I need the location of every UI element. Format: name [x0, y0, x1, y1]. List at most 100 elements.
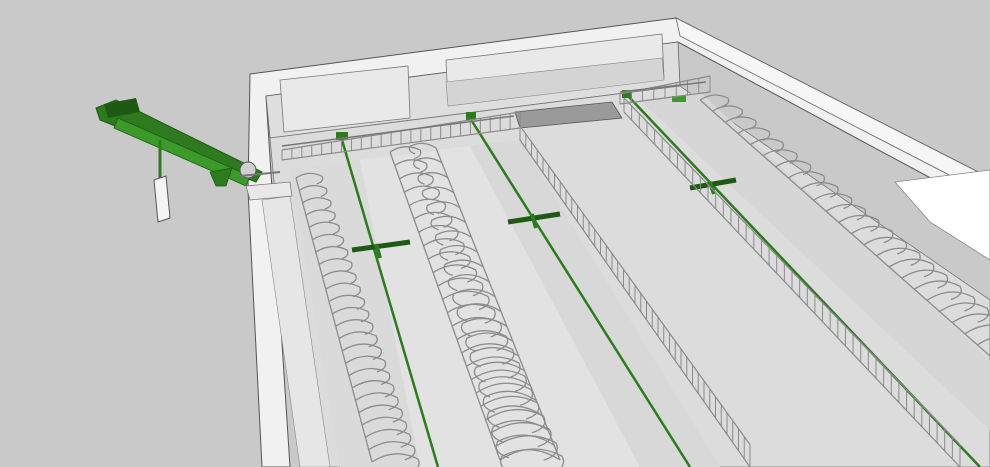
center-stall-row-b-loop	[430, 215, 466, 231]
scraper-channel-1	[340, 139, 440, 467]
center-stall-row-b-loop	[482, 390, 537, 413]
center-stall-row-b-loop	[456, 303, 502, 322]
right-stall-row-loop	[926, 291, 976, 312]
center-fence	[519, 125, 751, 467]
right-stall-row-spine	[699, 99, 990, 357]
center-stall-row-b-loop	[439, 244, 478, 261]
center-stall-row-b-loop	[478, 376, 531, 398]
side-building-block	[894, 169, 990, 261]
right-stall-row-loop	[901, 269, 949, 289]
right-stall-row-loop	[876, 247, 921, 266]
right-fence	[623, 97, 961, 467]
left-stall-row-loop	[325, 282, 362, 298]
center-stall-row-a-loop	[470, 369, 527, 393]
center-stall-row-a-loop	[399, 172, 434, 187]
center-stall-row-a-spine	[389, 151, 501, 461]
right-stall-row-loop	[964, 324, 990, 335]
center-stall-row-a-loop	[461, 343, 515, 365]
back-rail-right	[619, 81, 707, 93]
left-stall-row-spine	[295, 177, 373, 463]
center-stall-row-b-loop	[443, 259, 484, 277]
center-stall-row-b-loop	[417, 171, 449, 185]
center-stall-row-a-loop	[490, 422, 552, 448]
right-stall-row-loop	[863, 236, 908, 255]
center-stall-row-a-loop	[485, 408, 546, 434]
center-stall-row-b-loop	[473, 361, 525, 383]
right-stall-row-loop	[913, 280, 962, 301]
left-stall-row-loop	[315, 245, 349, 260]
center-stall-row-a-loop	[418, 224, 459, 242]
left-stall-row-loop	[335, 319, 374, 335]
left-stall-row-loop	[302, 197, 332, 210]
left-stall-row-loop	[308, 221, 341, 235]
manure-conveyor	[95, 98, 281, 187]
scraper-head-back-2	[466, 112, 476, 120]
fence-group	[281, 75, 961, 467]
left-stall-row-loop	[318, 258, 353, 273]
center-stall-row-b-loop	[486, 405, 543, 429]
right-stall-row-loop	[951, 313, 990, 324]
center-stall-row-a-loop	[466, 356, 521, 379]
back-rail	[281, 115, 515, 147]
center-stall-row-a-loop	[394, 159, 428, 174]
lane-1	[290, 160, 420, 467]
center-stall-row-b-loop	[434, 230, 472, 246]
right-stall-row-loop	[813, 192, 853, 210]
center-stall-row-b-loop	[447, 274, 490, 292]
back-wall-window-strip	[445, 57, 665, 107]
lane-4	[640, 92, 990, 430]
cross-scraper-2	[507, 211, 561, 229]
back-plate	[514, 101, 623, 129]
center-stall-row-a-loop	[423, 238, 465, 256]
left-stall-row-loop	[298, 184, 328, 197]
right-stall-row-loop	[888, 258, 935, 278]
left-stall-row-loop	[341, 343, 383, 361]
center-stall-row-a	[389, 146, 565, 467]
left-stall-row-loop	[345, 355, 387, 373]
left-stall-row-loop	[328, 294, 366, 310]
left-stall-row-loop	[331, 306, 370, 323]
left-stall-row-loop	[338, 331, 378, 348]
right-stall-row-loop	[850, 225, 894, 244]
stall-divider-group	[295, 94, 990, 467]
center-stall-row-a-loop	[499, 448, 565, 467]
center-stall-row-b-spine	[435, 147, 561, 461]
center-stall-row-b-loop	[460, 317, 508, 337]
right-stall-row-loop	[724, 116, 757, 130]
conveyor-support-plate	[153, 175, 171, 223]
center-stall-row-a-loop	[447, 303, 496, 324]
left-stall-row-loop	[371, 453, 420, 467]
right-wall-band	[675, 17, 990, 197]
center-stall-row-b-loop	[469, 347, 520, 368]
right-stall-row	[699, 94, 990, 357]
right-stall-row-loop	[712, 105, 744, 119]
left-stall-row	[295, 172, 420, 467]
center-stall-row-b-loop	[499, 449, 561, 467]
lane-2	[360, 146, 640, 467]
scraper-head-back-1	[336, 132, 348, 140]
right-stall-row-loop	[838, 214, 880, 232]
scraper-channel-2	[468, 117, 692, 467]
left-stall-row-loop	[368, 441, 416, 461]
center-stall-row-b	[408, 142, 561, 467]
left-stall-row-loop	[305, 209, 336, 223]
left-stall-row-loop	[322, 270, 357, 285]
left-stall-row-loop	[312, 233, 345, 248]
entry-slab	[245, 181, 293, 201]
center-stall-row-a-loop	[408, 198, 447, 215]
cross-scraper-1	[351, 239, 411, 259]
right-stall-row-loop	[699, 94, 730, 107]
center-stall-row-b-loop	[465, 332, 514, 353]
center-stall-row-b-loop	[491, 419, 549, 444]
center-stall-row-a-loop	[403, 185, 441, 201]
center-stall-row-b-loop	[413, 157, 443, 170]
center-stall-row-a-loop	[456, 330, 509, 352]
right-stall-row-loop	[825, 203, 867, 221]
center-stall-row-b-loop	[408, 142, 437, 155]
center-stall-row-a-loop	[475, 382, 534, 406]
center-stall-row-b-loop	[495, 434, 555, 459]
right-stall-row-loop	[800, 181, 839, 198]
back-wall-opening-left	[279, 65, 411, 133]
left-stall-row-loop	[295, 172, 324, 185]
